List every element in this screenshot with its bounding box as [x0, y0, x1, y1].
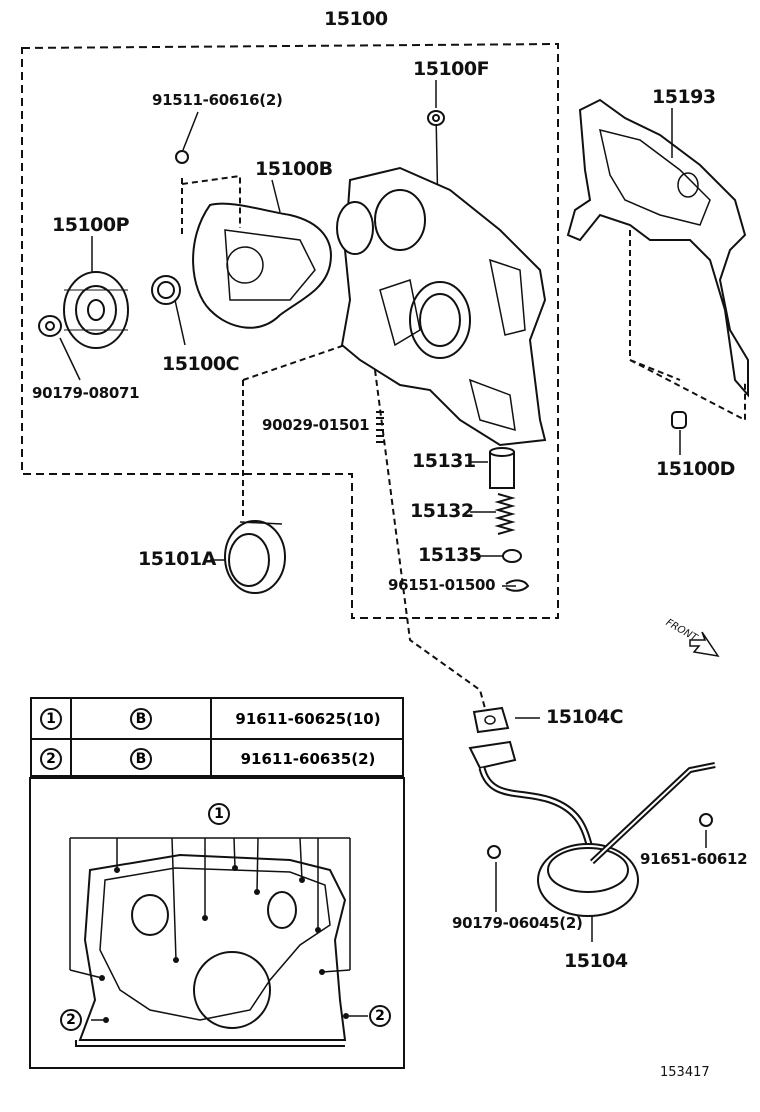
- label-bolt-strainer: 91651-60612: [640, 850, 748, 868]
- oil-seal-15101A: [224, 520, 286, 594]
- marker-1-icon: 1: [40, 707, 62, 730]
- collar-15100C: [151, 275, 181, 305]
- label-gasket-b: 15100B: [255, 158, 333, 180]
- inset-pump-body: [75, 853, 347, 1047]
- label-collar: 15100C: [162, 353, 240, 375]
- label-valve: 15131: [412, 450, 476, 472]
- label-clip: 96151-01500: [388, 576, 496, 594]
- gear-15100P: [63, 271, 129, 349]
- label-spring: 15132: [410, 500, 474, 522]
- stud-90029: [376, 411, 384, 443]
- label-assembly: 15100: [324, 8, 388, 30]
- catalog-number: 153417: [660, 1065, 710, 1080]
- bolt-table-row-1: 1 B 91611-60625(10): [32, 699, 402, 740]
- marker-2-icon: 2: [40, 747, 62, 770]
- inset-marker-2-right-icon: 2: [369, 1005, 391, 1027]
- front-arrow-icon: [689, 631, 720, 658]
- label-pin: 15100D: [656, 458, 735, 480]
- label-strainer-gasket: 15104C: [546, 706, 624, 728]
- pin-15100D: [671, 411, 687, 429]
- nut-90179-06045: [487, 845, 501, 859]
- bolt-91651: [699, 813, 713, 827]
- label-nut: 90179-08071: [32, 384, 140, 402]
- bolt-table-marker-cell: 2: [32, 739, 72, 778]
- inset-marker-1-icon: 1: [208, 803, 230, 825]
- label-strainer: 15104: [564, 950, 628, 972]
- clip-96151: [505, 579, 530, 592]
- gasket-15193: [566, 98, 749, 398]
- strainer-gasket-15104C: [472, 706, 510, 734]
- retainer-15135: [502, 549, 522, 563]
- bolt-type-b-icon: B: [130, 747, 152, 770]
- spring-15132: [494, 493, 516, 535]
- bolt-table-type-cell: B: [72, 739, 212, 778]
- inset-box: [29, 777, 405, 1069]
- label-stud: 90029-01501: [262, 416, 370, 434]
- plug-15100F: [427, 110, 445, 126]
- assembly-dashed-box: [21, 42, 559, 619]
- label-nut-strainer: 90179-06045(2): [452, 914, 583, 932]
- oil-strainer-15104: [468, 740, 716, 917]
- oil-pump-body: [336, 166, 547, 447]
- bolt-table-marker-cell: 1: [32, 699, 72, 738]
- label-seal: 15101A: [138, 548, 216, 570]
- bolt-table-part-cell: 91611-60635(2): [240, 749, 376, 768]
- bolt-table-part-cell: 91611-60625(10): [235, 709, 381, 728]
- nut-90179-08071: [38, 315, 62, 337]
- bolt-91511: [175, 150, 189, 164]
- label-plug: 15100F: [413, 58, 490, 80]
- label-gasket-cover: 15193: [652, 86, 716, 108]
- label-gear: 15100P: [52, 214, 130, 236]
- relief-valve-15131: [489, 447, 515, 489]
- label-retainer: 15135: [418, 544, 482, 566]
- gasket-15100B: [192, 202, 332, 329]
- label-bolt-top: 91511-60616(2): [152, 91, 283, 109]
- bolt-table-row-2: 2 B 91611-60635(2): [32, 739, 402, 778]
- inset-marker-2-left-icon: 2: [60, 1009, 82, 1031]
- bolt-table-type-cell: B: [72, 699, 212, 738]
- bolt-type-b-icon: B: [130, 707, 152, 730]
- bolt-table: 1 B 91611-60625(10) 2 B 91611-60635(2): [30, 697, 404, 778]
